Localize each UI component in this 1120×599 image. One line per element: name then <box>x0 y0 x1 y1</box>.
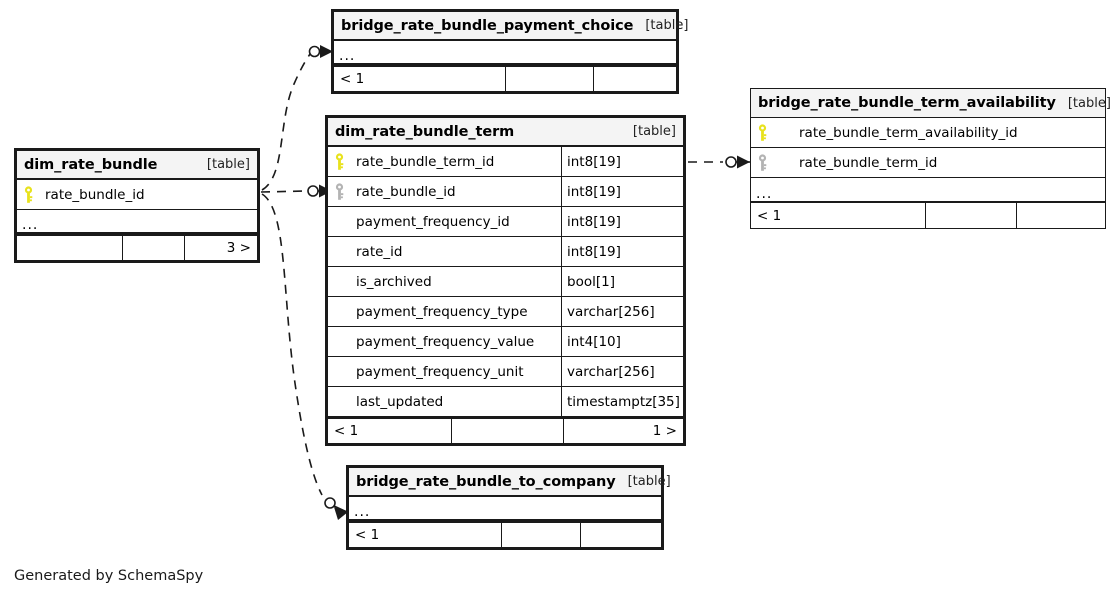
table-title: dim_rate_bundle_term <box>335 123 515 140</box>
table-header: bridge_rate_bundle_to_company [table] <box>349 468 671 497</box>
column-name: payment_frequency_id <box>356 213 510 230</box>
table-header: dim_rate_bundle [table] <box>17 151 257 180</box>
table-footer: < 1 1 > <box>328 417 683 443</box>
table-bridge-rate-bundle-payment-choice[interactable]: bridge_rate_bundle_payment_choice [table… <box>331 9 688 94</box>
footer-outgoing-count <box>1017 203 1105 228</box>
table-title: bridge_rate_bundle_term_availability <box>758 95 1056 111</box>
hidden-columns-ellipsis: ... <box>751 178 1105 202</box>
column-name: payment_frequency_type <box>356 303 528 320</box>
column-row[interactable]: payment_frequency_value int4[10] <box>328 327 683 357</box>
no-key-spacer <box>328 297 350 326</box>
footer-middle <box>506 67 594 91</box>
table-type-tag: [table] <box>627 474 671 489</box>
foreign-key-icon <box>328 177 350 206</box>
primary-key-icon <box>751 118 773 147</box>
edge-bundle-to-term <box>260 190 307 193</box>
table-type-tag: [table] <box>1067 95 1111 111</box>
foreign-key-icon <box>751 148 773 177</box>
table-footer: 3 > <box>17 234 257 260</box>
table-type-tag: [table] <box>206 157 250 172</box>
column-type: varchar[256] <box>561 297 683 326</box>
column-row[interactable]: rate_bundle_term_id <box>751 148 1105 178</box>
table-footer: < 1 <box>349 521 661 547</box>
edge-endpoint-zero-availability <box>725 156 737 168</box>
footer-middle <box>926 203 1017 228</box>
column-row[interactable]: is_archived bool[1] <box>328 267 683 297</box>
generated-by-caption: Generated by SchemaSpy <box>14 568 204 584</box>
column-row[interactable]: payment_frequency_id int8[19] <box>328 207 683 237</box>
no-key-spacer <box>328 207 350 236</box>
column-type: varchar[256] <box>561 357 683 386</box>
table-header: bridge_rate_bundle_payment_choice [table… <box>334 12 688 41</box>
column-name: last_updated <box>356 393 444 410</box>
edge-endpoint-zero-term <box>307 185 319 197</box>
column-name: rate_bundle_term_id <box>356 153 495 170</box>
column-row[interactable]: rate_bundle_term_id int8[19] <box>328 147 683 177</box>
footer-incoming-count: < 1 <box>328 419 452 443</box>
column-name: payment_frequency_unit <box>356 363 524 380</box>
column-name: rate_bundle_id <box>356 183 456 200</box>
primary-key-icon <box>328 147 350 176</box>
column-name: rate_bundle_term_id <box>799 154 938 171</box>
table-type-tag: [table] <box>645 18 689 33</box>
table-dim-rate-bundle[interactable]: dim_rate_bundle [table] rate_bundle_id .… <box>14 148 260 263</box>
no-key-spacer <box>328 387 350 416</box>
footer-outgoing-count <box>594 67 676 91</box>
column-row[interactable]: rate_bundle_term_availability_id <box>751 118 1105 148</box>
column-type: int8[19] <box>561 147 683 176</box>
table-header: bridge_rate_bundle_term_availability [ta… <box>751 89 1111 118</box>
table-bridge-rate-bundle-to-company[interactable]: bridge_rate_bundle_to_company [table] ..… <box>346 465 671 550</box>
footer-outgoing-count: 1 > <box>652 423 677 439</box>
table-dim-rate-bundle-term[interactable]: dim_rate_bundle_term [table] rate_bundle… <box>325 115 686 446</box>
column-name: payment_frequency_value <box>356 333 535 350</box>
column-row[interactable]: rate_bundle_id <box>17 180 257 210</box>
footer-middle <box>502 523 581 547</box>
footer-incoming-count <box>17 236 123 260</box>
table-header: dim_rate_bundle_term [table] <box>328 118 683 147</box>
edge-stub-company <box>333 505 348 513</box>
column-type: int8[19] <box>561 177 683 206</box>
column-name: is_archived <box>356 273 432 290</box>
column-type: timestamptz[35] <box>561 387 683 416</box>
column-row[interactable]: rate_id int8[19] <box>328 237 683 267</box>
hidden-columns-ellipsis: ... <box>334 41 676 65</box>
footer-incoming-count: < 1 <box>751 203 926 228</box>
hidden-columns-ellipsis: ... <box>17 210 257 234</box>
column-row[interactable]: last_updated timestamptz[35] <box>328 387 683 417</box>
hidden-columns-ellipsis: ... <box>349 497 661 521</box>
edge-endpoint-zero-company <box>324 497 336 509</box>
table-title: bridge_rate_bundle_to_company <box>356 473 616 490</box>
table-footer: < 1 <box>751 202 1105 228</box>
column-type: bool[1] <box>561 267 683 296</box>
no-key-spacer <box>328 237 350 266</box>
footer-outgoing-count <box>581 523 661 547</box>
footer-incoming-count: < 1 <box>349 523 502 547</box>
no-key-spacer <box>328 327 350 356</box>
footer-incoming-count: < 1 <box>334 67 506 91</box>
column-name: rate_bundle_id <box>45 186 145 203</box>
column-row[interactable]: rate_bundle_id int8[19] <box>328 177 683 207</box>
footer-outgoing-count: 3 > <box>226 240 251 256</box>
primary-key-icon <box>17 180 39 209</box>
edge-bundle-to-payment-choice <box>261 53 311 191</box>
column-row[interactable]: payment_frequency_type varchar[256] <box>328 297 683 327</box>
column-row[interactable]: payment_frequency_unit varchar[256] <box>328 357 683 387</box>
column-type: int8[19] <box>561 237 683 266</box>
footer-middle <box>123 236 185 260</box>
edge-bundle-to-company <box>261 193 323 496</box>
table-bridge-rate-bundle-term-availability[interactable]: bridge_rate_bundle_term_availability [ta… <box>750 88 1111 229</box>
table-type-tag: [table] <box>632 124 676 139</box>
table-title: dim_rate_bundle <box>24 156 158 173</box>
crowfoot-company <box>334 507 348 520</box>
table-footer: < 1 <box>334 65 676 91</box>
column-type: int4[10] <box>561 327 683 356</box>
column-name: rate_bundle_term_availability_id <box>799 124 1018 141</box>
column-type: int8[19] <box>561 207 683 236</box>
footer-middle <box>452 419 564 443</box>
column-name: rate_id <box>356 243 403 260</box>
table-title: bridge_rate_bundle_payment_choice <box>341 17 634 34</box>
no-key-spacer <box>328 267 350 296</box>
no-key-spacer <box>328 357 350 386</box>
edge-endpoint-zero-payment-choice <box>308 45 321 58</box>
